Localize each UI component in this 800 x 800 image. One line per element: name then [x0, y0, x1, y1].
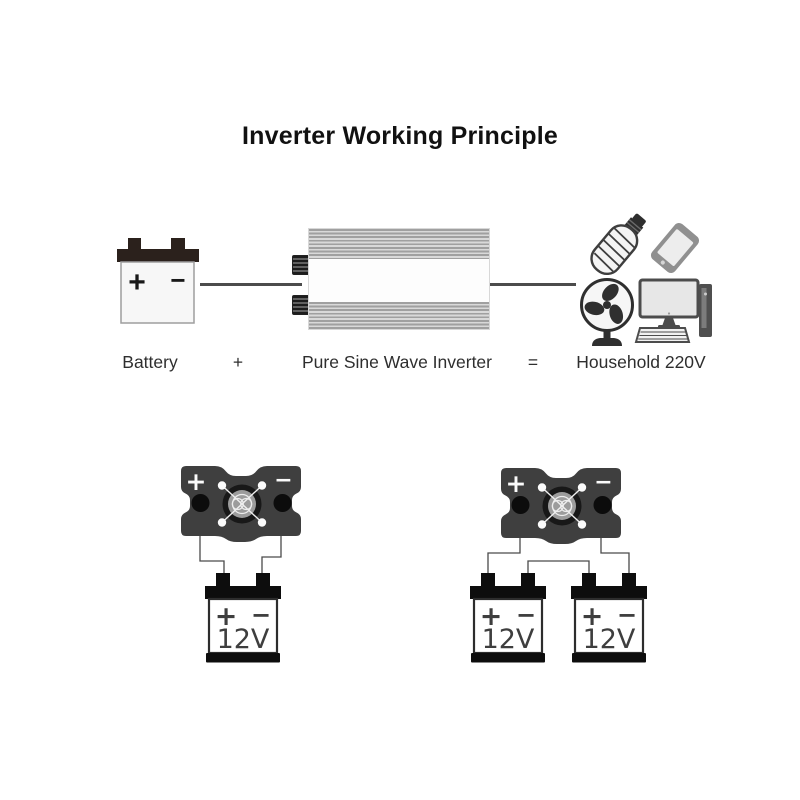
- inverter-minus-label: −: [594, 470, 612, 495]
- terminal-negative: [593, 496, 612, 514]
- fan-screw: [257, 518, 267, 527]
- wire-inverter-to-appliances: [490, 283, 576, 286]
- inverter-label-band: [309, 259, 489, 302]
- battery-voltage-label: 12V: [583, 624, 636, 655]
- inverter-case: [308, 228, 490, 330]
- battery-12v: + − 12V: [205, 573, 281, 663]
- fan-screw: [537, 483, 547, 492]
- battery-12v: + − 12V: [470, 573, 546, 663]
- battery-icon: + −: [117, 238, 199, 324]
- battery-body: [120, 261, 195, 324]
- pc-keyboard: [634, 327, 691, 343]
- battery-post-right: [171, 238, 185, 252]
- label-equals: =: [527, 352, 539, 372]
- fan-screw: [257, 481, 267, 490]
- inverter-minus-label: −: [274, 468, 292, 493]
- label-battery: Battery: [122, 352, 178, 372]
- inverter-heatsink-fins: [309, 302, 489, 329]
- inverter-top-view: + −: [501, 468, 621, 544]
- battery-12v: + − 12V: [571, 573, 647, 663]
- inverter-top-view: + −: [181, 466, 301, 542]
- terminal-positive: [191, 494, 210, 512]
- household-appliances-icons: [580, 213, 712, 346]
- inverter-icon: [292, 226, 490, 330]
- battery-voltage-label: 12V: [482, 624, 535, 655]
- page-title: Inverter Working Principle: [242, 122, 558, 150]
- wire-series-link: [527, 560, 590, 576]
- battery-voltage-label: 12V: [217, 624, 270, 655]
- fan-screw: [537, 520, 547, 529]
- inverter-plus-label: +: [506, 469, 527, 498]
- wiring-diagram-double-battery: + − + − 12V + − 12V: [470, 468, 647, 663]
- inverter-plus-label: +: [186, 467, 207, 496]
- cfl-bulb-icon: [590, 213, 646, 276]
- fan-screw: [577, 483, 587, 492]
- label-inverter: Pure Sine Wave Inverter: [302, 352, 492, 372]
- battery-plus-label: +: [215, 601, 238, 632]
- terminal-negative: [273, 494, 292, 512]
- fan-screw: [217, 518, 227, 527]
- battery-plus-label: +: [480, 601, 503, 632]
- fan-screw: [217, 481, 227, 490]
- battery-minus-label: −: [251, 601, 271, 629]
- terminal-positive: [511, 496, 530, 514]
- battery-post-left: [128, 238, 141, 252]
- battery-minus-label: −: [516, 601, 536, 629]
- fan-screw: [577, 520, 587, 529]
- battery-minus-label: −: [617, 601, 637, 629]
- wire-battery-to-inverter: [200, 283, 302, 286]
- inverter-heatsink-fins: [309, 229, 489, 259]
- label-household: Household 220V: [576, 352, 706, 372]
- label-plus: +: [232, 352, 244, 372]
- pc-monitor: [638, 278, 700, 319]
- battery-top-bar: [117, 249, 199, 262]
- electric-fan-icon: [580, 278, 634, 346]
- wiring-diagram-single-battery: + − + − 12V: [181, 466, 301, 663]
- battery-plus-label: +: [128, 266, 146, 299]
- battery-plus-label: +: [581, 601, 604, 632]
- smartphone-icon: [650, 222, 700, 274]
- desktop-computer-icon: [634, 278, 712, 343]
- battery-minus-label: −: [170, 265, 185, 295]
